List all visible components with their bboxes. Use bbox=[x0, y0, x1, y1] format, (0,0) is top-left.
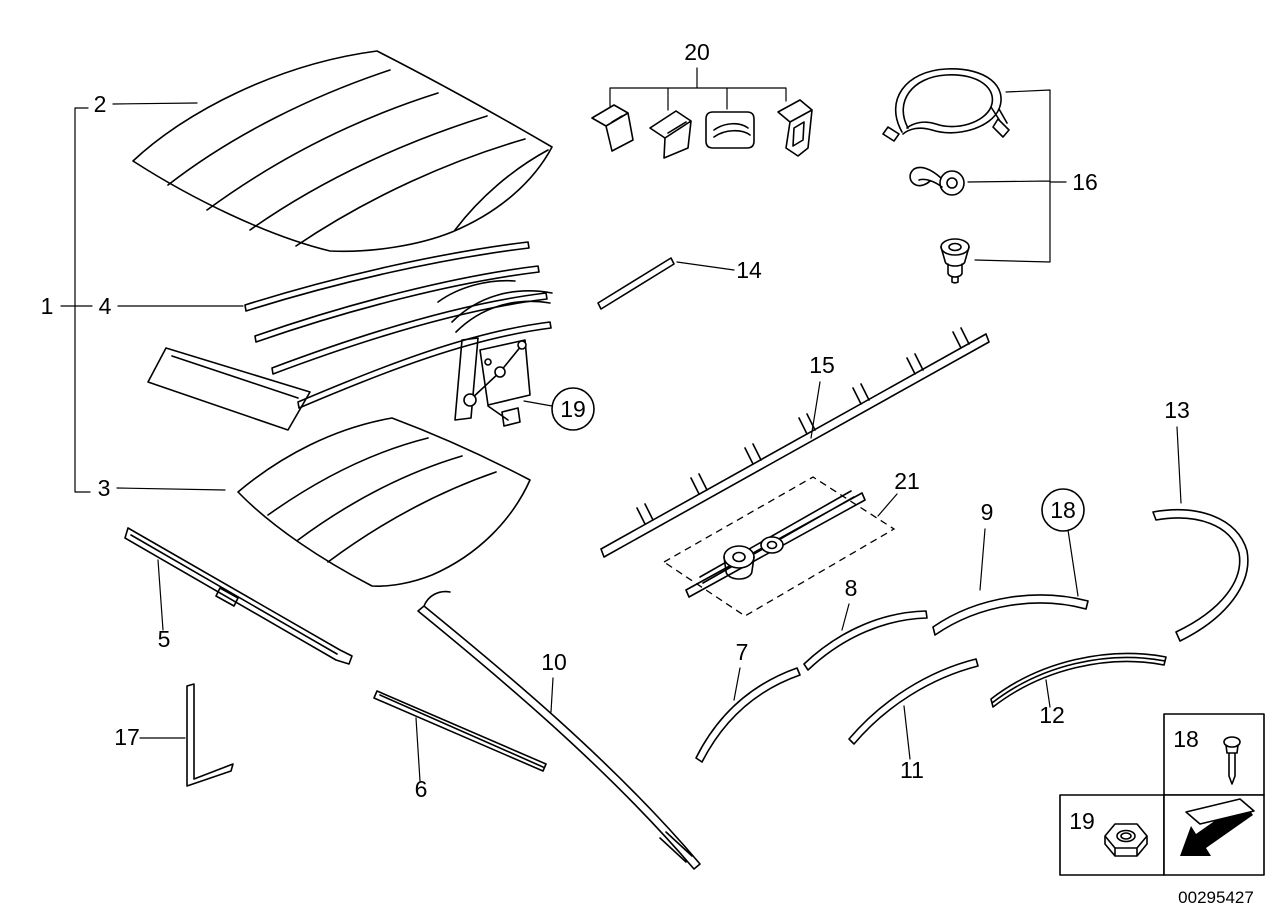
part-16-cable-group bbox=[882, 68, 1010, 284]
part-8-seal bbox=[803, 610, 928, 671]
part-9-seal bbox=[932, 594, 1089, 636]
hex-nut-icon bbox=[1104, 823, 1148, 857]
callout-3[interactable]: 3 bbox=[98, 475, 111, 501]
callout-11[interactable]: 11 bbox=[900, 757, 924, 783]
part-17-rod bbox=[186, 683, 234, 787]
part-12-seal bbox=[990, 652, 1167, 708]
hook-eyelet-inner bbox=[946, 177, 958, 189]
callout-5[interactable]: 5 bbox=[158, 626, 171, 652]
callout-19-circle[interactable] bbox=[551, 387, 595, 431]
tension-cable-outer bbox=[894, 68, 1002, 135]
callout-8[interactable]: 8 bbox=[845, 575, 858, 601]
continuation-arrow-icon bbox=[1180, 798, 1255, 856]
callout-7[interactable]: 7 bbox=[736, 639, 749, 665]
part-14-short-strip bbox=[597, 257, 675, 310]
part-7-seal bbox=[695, 667, 801, 763]
part-4-fabric-panel bbox=[147, 347, 311, 431]
kit-grommet-inner bbox=[732, 551, 746, 563]
part-2-outline bbox=[132, 50, 553, 253]
callout-4[interactable]: 4 bbox=[99, 293, 112, 319]
callout-13[interactable]: 13 bbox=[1164, 397, 1190, 423]
part-12-channel bbox=[990, 652, 1167, 708]
part-6-trim-strip bbox=[373, 690, 547, 772]
cable-end-fittings bbox=[882, 106, 1010, 142]
part-3-seams bbox=[267, 437, 497, 563]
callout-14[interactable]: 14 bbox=[736, 257, 762, 283]
hook-tail bbox=[909, 166, 943, 188]
callout-1[interactable]: 1 bbox=[41, 293, 54, 319]
nut-hole-inner bbox=[1120, 832, 1132, 840]
mechanism-pivot bbox=[484, 358, 492, 366]
kit-dashed-box bbox=[662, 476, 896, 617]
legend: 18 19 bbox=[1059, 713, 1265, 876]
part-15-strip bbox=[600, 327, 990, 558]
stud-head-inner bbox=[948, 242, 962, 252]
part-3-outline bbox=[237, 417, 531, 587]
arrow-sheet bbox=[1185, 798, 1255, 825]
clip-details bbox=[611, 115, 805, 147]
callout-16[interactable]: 16 bbox=[1072, 169, 1098, 195]
part-13-seal bbox=[1152, 509, 1249, 642]
part-5-side-rail bbox=[124, 527, 353, 665]
legend-label-18: 18 bbox=[1173, 726, 1199, 752]
part-7-channel bbox=[695, 667, 801, 763]
callout-19[interactable]: 19 bbox=[560, 396, 586, 422]
nut-body bbox=[1104, 823, 1148, 857]
part-4-roof-frame-bows bbox=[147, 241, 552, 431]
part-21-repair-kit bbox=[662, 476, 896, 617]
part-6-strip bbox=[373, 690, 547, 772]
part-11-channel bbox=[848, 658, 979, 745]
part-8-channel bbox=[803, 610, 928, 671]
clip-bodies bbox=[591, 99, 813, 159]
callout-21[interactable]: 21 bbox=[894, 468, 920, 494]
part-5-rail bbox=[124, 527, 353, 665]
tension-cable-inner bbox=[902, 74, 994, 129]
part-10-seal bbox=[417, 590, 701, 870]
pin-head bbox=[1223, 736, 1241, 748]
rivet-pin-icon bbox=[1223, 736, 1241, 785]
legend-label-19: 19 bbox=[1069, 808, 1095, 834]
drawing-number: 00295427 bbox=[1178, 888, 1254, 907]
part-9-channel bbox=[932, 594, 1089, 636]
part-10-long-seal bbox=[417, 590, 701, 870]
stud-body bbox=[940, 246, 970, 284]
kit-grommet-body bbox=[723, 556, 755, 580]
callout-17[interactable]: 17 bbox=[114, 724, 140, 750]
callout-10[interactable]: 10 bbox=[541, 649, 567, 675]
callout-20[interactable]: 20 bbox=[684, 39, 710, 65]
part-3-headliner-panel bbox=[237, 417, 531, 587]
callout-12[interactable]: 12 bbox=[1039, 702, 1065, 728]
callout-2[interactable]: 2 bbox=[94, 91, 107, 117]
callout-9[interactable]: 9 bbox=[981, 499, 994, 525]
mechanism-pivot bbox=[494, 366, 506, 378]
callout-leader-lines bbox=[60, 67, 1182, 782]
callout-18[interactable]: 18 bbox=[1050, 497, 1076, 523]
callout-18-circle[interactable] bbox=[1041, 488, 1085, 532]
part-2-seams bbox=[167, 69, 549, 247]
callout-6[interactable]: 6 bbox=[415, 776, 428, 802]
part-4-bow-slats bbox=[244, 241, 552, 409]
part-11-seal bbox=[848, 658, 979, 745]
mechanism-pivot bbox=[517, 340, 527, 350]
kit-washer-inner bbox=[766, 540, 778, 550]
pin-shaft bbox=[1225, 744, 1239, 785]
part-20-clip-set bbox=[591, 99, 813, 159]
part-15-tab-strip bbox=[600, 327, 990, 558]
mechanism-pivot bbox=[463, 393, 477, 407]
part-19-folding-mechanism bbox=[437, 279, 553, 427]
callout-15[interactable]: 15 bbox=[809, 352, 835, 378]
part-2-convertible-top-cover bbox=[132, 50, 553, 253]
part-13-channel bbox=[1152, 509, 1249, 642]
callouts: 1 2 3 4 5 6 7 8 9 10 11 12 13 14 15 16 1… bbox=[41, 39, 1190, 802]
part-14-strip bbox=[597, 257, 675, 310]
part-17-bent-rod bbox=[186, 683, 234, 787]
